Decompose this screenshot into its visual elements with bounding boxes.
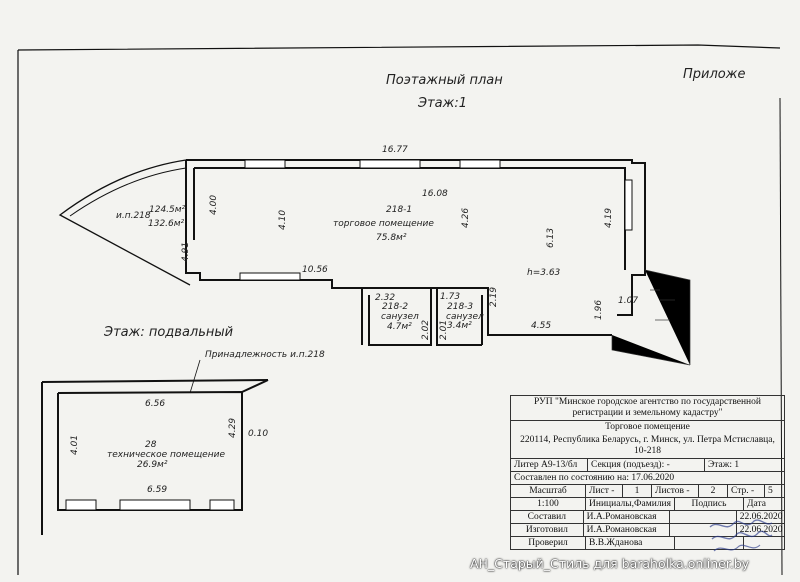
dim-b-left: 4.01 [70,435,80,455]
name-3: В.В.Жданова [586,537,675,549]
dim-b-wall: 0.10 [248,429,268,439]
room-main-code: 218-1 [386,205,412,215]
watermark: АН_Старый_Стиль для baraholka.onliner.by [470,556,750,571]
dim-mid: 4.26 [461,208,471,228]
basement-title: Этаж: подвальный [103,325,233,340]
room-wc1-area: 4.7м² [387,322,412,332]
date-2: 22.06.2020 [739,525,783,535]
dim-b-right: 4.29 [228,418,238,438]
hdr-page: Стр. - [728,485,765,497]
floor-cell: Этаж: 1 [708,460,740,470]
appendix-label: Приложе [683,67,745,82]
basement-room-code: 28 [145,440,157,450]
dim-top-inner: 16.08 [422,189,448,199]
ip-area-2: 132.6м² [148,219,185,229]
dim-right: 4.19 [604,208,614,228]
title-block: РУП "Минское городское агентство по госу… [510,395,785,550]
role-1: Составил [511,511,584,523]
hdr-initials: Инициалы,Фамилия [586,498,675,510]
object-address: 220114, Республика Беларусь, г. Минск, у… [511,434,784,459]
hdr-page-n: 5 [768,486,773,496]
hdr-sheets: Листов - [652,485,699,497]
date-1: 22.06.2020 [739,512,783,522]
ip-label: и.п.218 [116,211,151,221]
dim-bay: 4.91 [181,242,191,262]
dim-step2: 1.07 [618,296,638,306]
room-wc1-name: санузел [381,312,419,322]
role-2: Изготовил [511,524,584,536]
room-wc1-code: 218-2 [382,302,408,312]
dim-left-1: 4.00 [209,195,219,215]
ip-area-1: 124.5м² [149,205,186,215]
hdr-date: Дата [747,499,766,509]
dim-top-outer: 16.77 [382,145,408,155]
dim-wc2-h: 2.19 [489,287,499,307]
hdr-scale: Масштаб [511,485,586,497]
dim-wc1-w: 2.32 [375,293,395,303]
dim-wc1-h: 2.02 [421,320,431,340]
dim-right-inner: 6.13 [546,228,556,248]
dim-left-2: 4.10 [278,210,288,230]
hdr-sheet-n: 1 [623,485,652,497]
org-name: РУП "Минское городское агентство по госу… [511,396,784,421]
dim-bottom: 10.56 [302,265,328,275]
basement-room-name: техническое помещение [107,450,225,460]
hdr-sign: Подпись [675,498,744,510]
basement-room-area: 26.9м² [137,460,168,470]
hdr-sheets-n: 2 [699,485,728,497]
object-name: Торговое помещение [605,422,690,432]
ceiling-height: h=3.63 [527,268,561,278]
name-1: И.А.Романовская [584,511,670,523]
plan-title: Поэтажный план [386,73,503,88]
name-2: И.А.Романовская [584,524,670,536]
dim-lower: 4.55 [531,321,551,331]
role-3: Проверил [511,537,586,549]
floor-label: Этаж:1 [417,96,467,111]
room-main-name: торговое помещение [333,219,434,229]
room-wc2-code: 218-3 [447,302,473,312]
section: Секция (подъезд): - [588,459,705,471]
dim-b-top: 6.56 [145,399,165,409]
basement-belong: Принадлежность и.п.218 [205,350,325,360]
dim-b-bottom: 6.59 [147,485,167,495]
dim-wc2-w: 1.73 [440,292,460,302]
signature-scribble [709,519,773,552]
room-main-area: 75.8м² [376,233,407,243]
dim-wc2-h2: 2.01 [439,320,449,340]
liter: Литер А9-13/бл [511,459,588,471]
scale-value: 1:100 [511,498,586,510]
state-date: Составлен по состоянию на: 17.06.2020 [514,473,675,483]
hdr-sheet: Лист - [586,485,623,497]
room-wc2-area: 3.4м² [447,321,472,331]
room-wc2-name: санузел [446,312,484,322]
dim-step: 1.96 [594,300,604,320]
